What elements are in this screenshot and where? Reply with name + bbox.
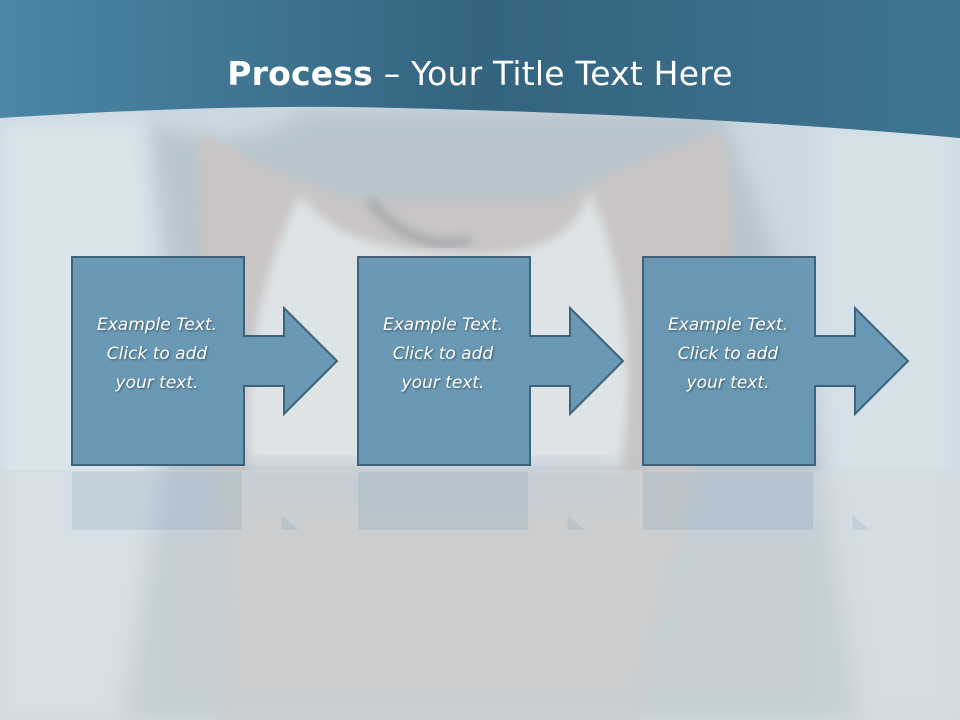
- process-step-3[interactable]: [642, 256, 910, 468]
- step-2-line-3: your text.: [401, 373, 485, 393]
- step-1-reflection: [71, 471, 299, 530]
- arrow-box-shape: [71, 256, 339, 466]
- header-band: [0, 0, 960, 138]
- step-1-text[interactable]: Example Text. Click to add your text.: [71, 311, 243, 398]
- step-3-line-1: Example Text.: [667, 315, 789, 335]
- step-3-text[interactable]: Example Text. Click to add your text.: [642, 311, 814, 398]
- step-3-reflection: [642, 471, 870, 530]
- slide-title[interactable]: Process – Your Title Text Here: [0, 52, 960, 96]
- step-3-line-2: Click to add: [677, 344, 779, 364]
- title-bold: Process: [227, 54, 374, 93]
- arrow-box-shape: [642, 256, 910, 466]
- step-2-line-2: Click to add: [392, 344, 494, 364]
- step-2-reflection: [357, 471, 585, 530]
- step-1-line-1: Example Text.: [96, 315, 218, 335]
- title-rest: – Your Title Text Here: [373, 54, 733, 93]
- step-1-line-3: your text.: [115, 373, 199, 393]
- step-2-line-1: Example Text.: [382, 315, 504, 335]
- process-step-1[interactable]: [71, 256, 339, 468]
- step-1-line-2: Click to add: [106, 344, 208, 364]
- arrow-box-shape: [357, 256, 625, 466]
- process-step-2[interactable]: [357, 256, 625, 468]
- step-2-text[interactable]: Example Text. Click to add your text.: [357, 311, 529, 398]
- step-3-line-3: your text.: [686, 373, 770, 393]
